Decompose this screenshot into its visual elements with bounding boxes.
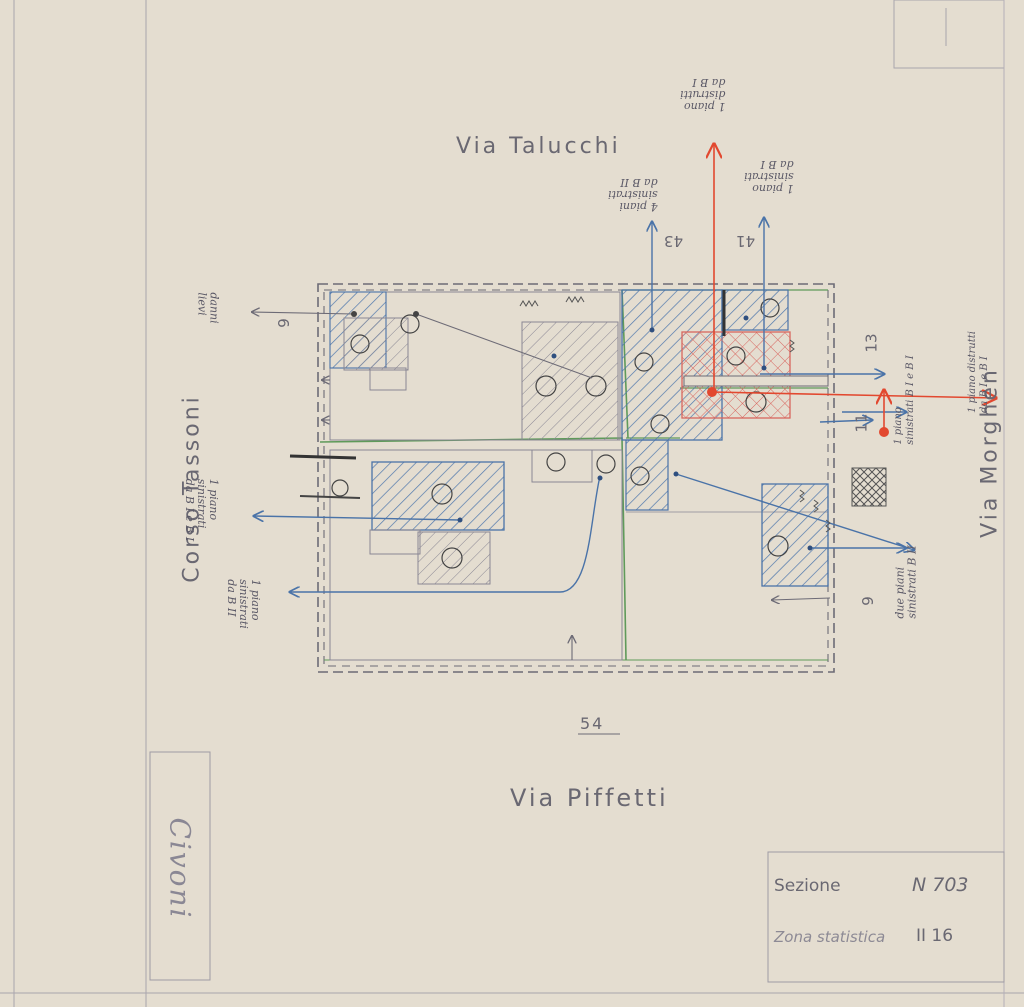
street-via-talucchi: Via Talucchi	[456, 134, 621, 159]
note-north-red: 1 piano distrutti da B I	[680, 76, 726, 113]
zona-value: II 16	[916, 926, 954, 946]
dimension-bottom: 54	[580, 714, 605, 733]
street-via-piffetti: Via Piffetti	[510, 784, 669, 812]
dimension-east-mid: 11	[852, 413, 871, 433]
signature-box: Civoni	[150, 752, 210, 980]
note-east-top: 1 piano sinistrati B I e B I	[892, 355, 916, 445]
note-west-low: 1 piano sinistrati da B II	[224, 579, 262, 629]
dimension-east-top: 13	[862, 333, 881, 353]
zona-label: Zona statistica	[774, 928, 886, 946]
note-north-right: 1 piano sinistrati da B I	[744, 158, 794, 195]
title-block: Sezione N 703 Zona statistica II 16	[768, 852, 1004, 982]
signature: Civoni	[163, 817, 197, 920]
sezione-label: Sezione	[774, 876, 841, 896]
note-north-left: 4 piani sinistrati da B II	[608, 176, 658, 213]
dimension-north-right: 41	[736, 232, 756, 250]
dimension-west: 6	[273, 318, 292, 328]
dimension-east-low: 6	[857, 596, 876, 606]
dimension-north-left: 43	[664, 232, 684, 250]
sezione-value: N 703	[912, 874, 969, 896]
note-west-top: danni lievi	[195, 292, 221, 324]
note-west-mid: 1 piano sinistrati da B I e B I	[183, 478, 221, 542]
note-east-red: 1 piano distrutti da B I e B I	[966, 331, 990, 413]
note-east-low: due piani sinistrati B II	[893, 545, 919, 619]
